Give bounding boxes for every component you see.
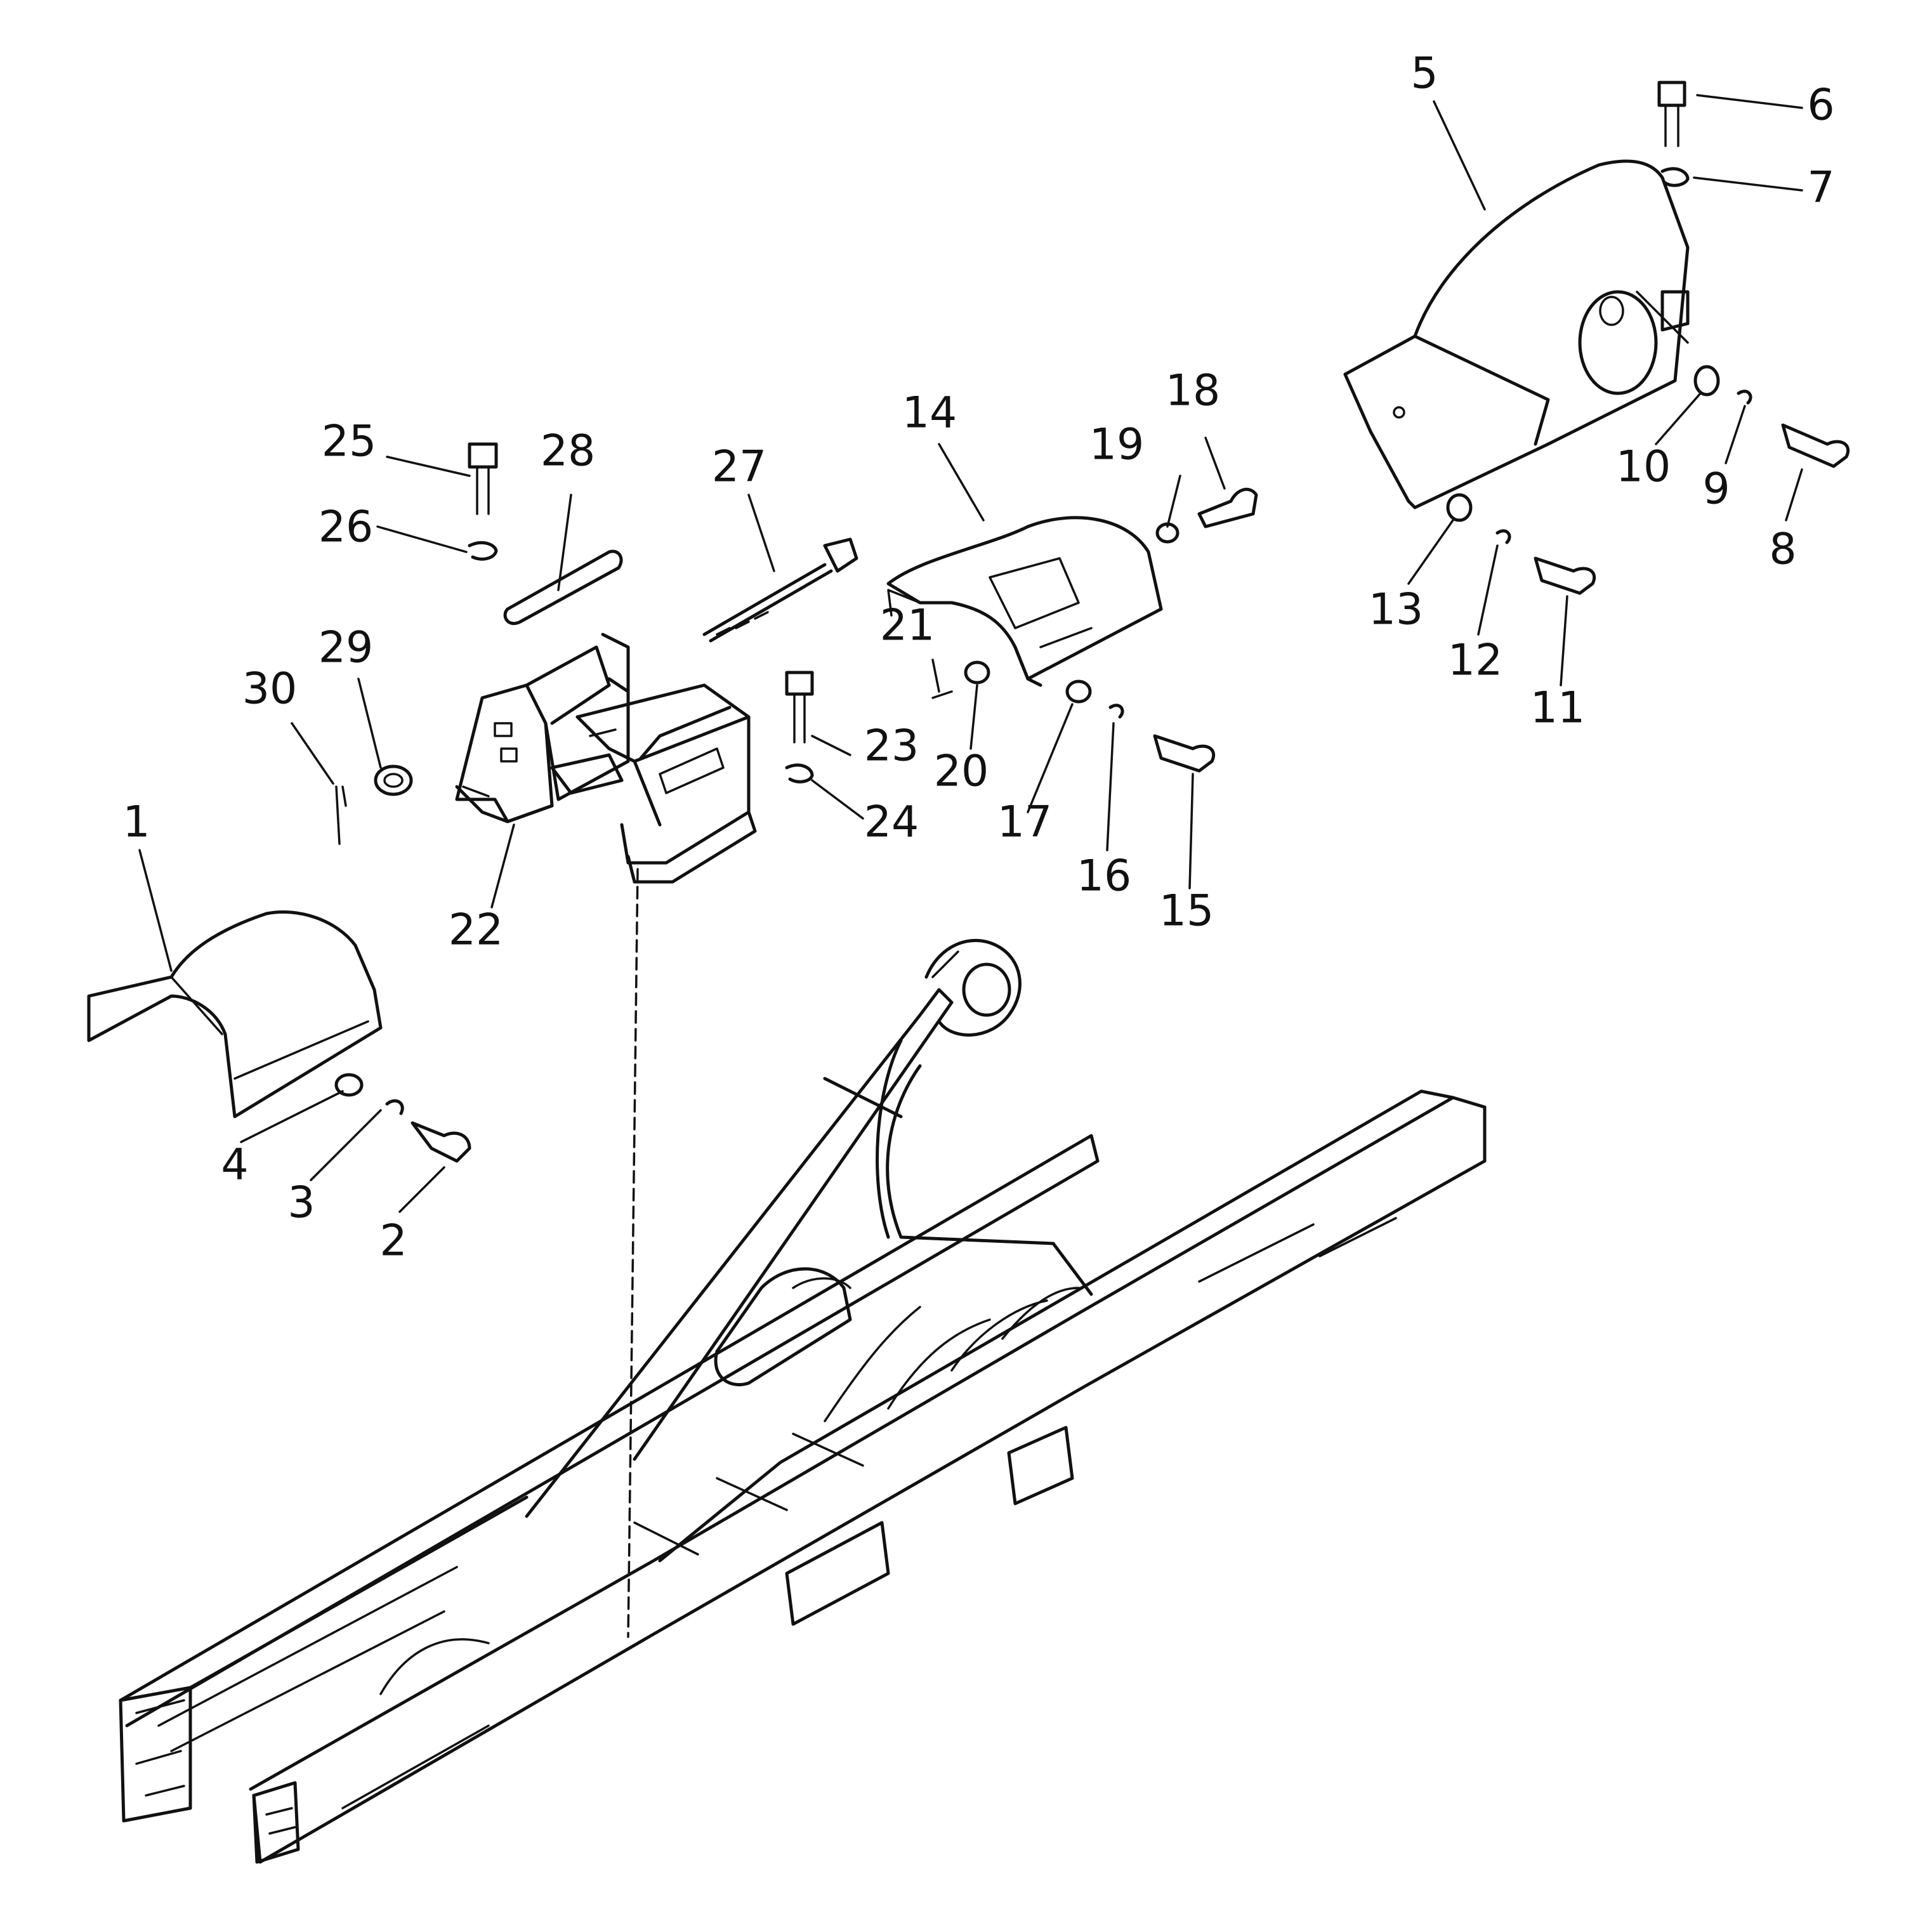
label-part-4: 4 (221, 1140, 248, 1190)
label-part-30: 30 (242, 664, 298, 714)
leader-lines (138, 94, 1803, 1213)
bracket-part-22 (455, 633, 630, 823)
cover-part-1 (87, 910, 383, 1119)
label-part-20: 20 (934, 747, 989, 797)
label-part-21: 21 (880, 601, 935, 651)
label-part-11: 11 (1530, 683, 1586, 733)
label-part-13: 13 (1369, 585, 1424, 635)
label-part-24: 24 (864, 797, 919, 848)
label-part-25: 25 (322, 417, 377, 467)
label-part-16: 16 (1077, 851, 1132, 902)
label-part-29: 29 (319, 623, 374, 673)
fasteners (334, 81, 1850, 1163)
label-part-19: 19 (1089, 420, 1145, 470)
label-part-1: 1 (122, 797, 150, 848)
label-part-2: 2 (379, 1216, 407, 1266)
label-part-26: 26 (319, 502, 374, 553)
label-part-5: 5 (1410, 49, 1438, 99)
label-part-9: 9 (1702, 464, 1730, 515)
label-part-12: 12 (1448, 636, 1503, 686)
track-frame (119, 938, 1487, 1864)
label-part-8: 8 (1769, 525, 1796, 575)
label-part-17: 17 (997, 797, 1053, 848)
label-part-3: 3 (287, 1178, 315, 1228)
label-part-23: 23 (864, 721, 919, 771)
label-part-18: 18 (1166, 366, 1221, 416)
part-labels: 1 2 3 4 5 6 7 8 9 10 11 12 13 14 15 16 1… (122, 49, 1834, 1266)
motor-housing (550, 683, 757, 884)
label-part-7: 7 (1807, 163, 1834, 213)
label-part-10: 10 (1616, 442, 1671, 492)
label-part-22: 22 (449, 905, 504, 955)
label-part-28: 28 (541, 426, 596, 476)
cover-part-14 (886, 516, 1163, 687)
label-part-6: 6 (1807, 81, 1834, 131)
assembly-guide-line (627, 868, 639, 1638)
label-part-15: 15 (1159, 886, 1214, 936)
cover-part-5 (1343, 159, 1690, 509)
label-part-27: 27 (712, 442, 767, 492)
label-part-14: 14 (902, 388, 957, 438)
